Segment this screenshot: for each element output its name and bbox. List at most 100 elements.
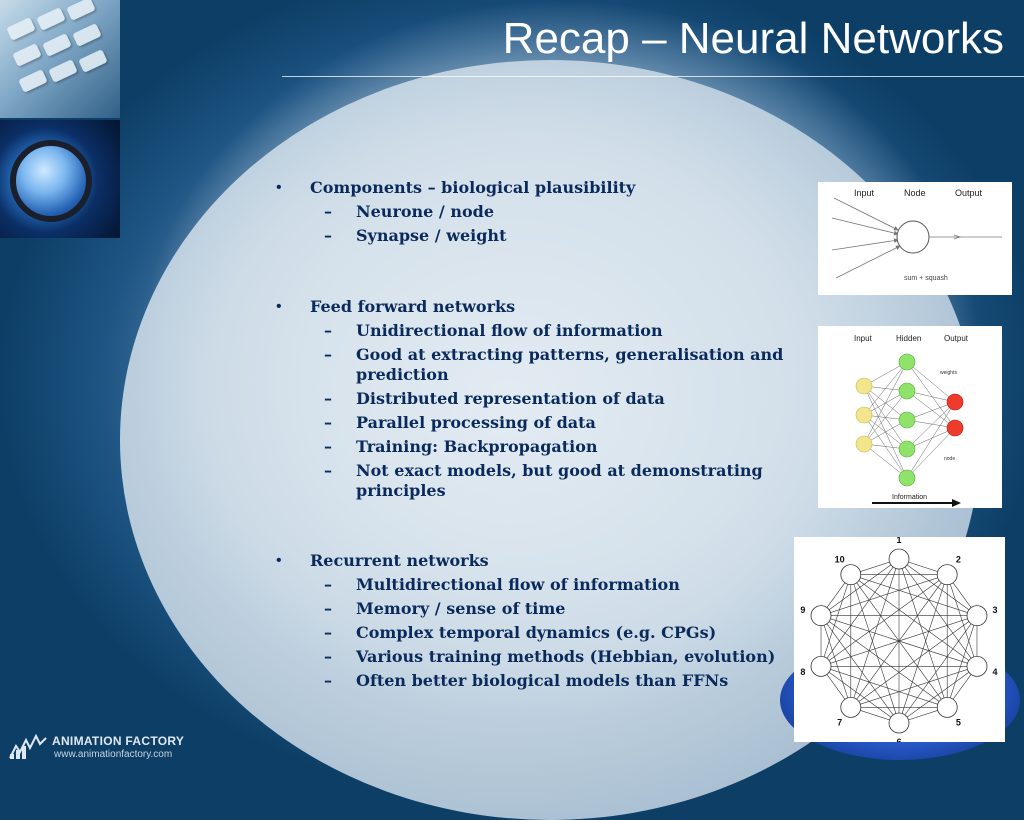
rnn-node	[936, 564, 958, 586]
dash-icon: –	[324, 345, 332, 364]
ffn-hidden-node	[898, 411, 916, 429]
sub-item: – Good at extracting patterns, generalisa…	[276, 343, 796, 387]
rnn-node-label: 1	[896, 537, 901, 545]
neuron-diagram-svg: Input Node Output sum + squash	[831, 188, 1002, 282]
rnn-node	[888, 548, 910, 570]
sub-list: – Unidirectional flow of information – Goo…	[276, 319, 796, 503]
dash-icon: –	[324, 647, 332, 666]
neuron-node	[896, 220, 930, 254]
dash-icon: –	[324, 575, 332, 594]
dash-icon: –	[324, 413, 332, 432]
sub-list: – Neurone / node – Synapse / weight	[276, 200, 796, 248]
sub-item: – Synapse / weight	[276, 224, 796, 248]
key-shape	[78, 49, 108, 73]
rnn-edge	[820, 666, 900, 724]
rnn-edge	[820, 666, 948, 708]
input-arrow	[831, 238, 899, 251]
rnn-node	[966, 605, 988, 627]
sub-item-text: Not exact models, but good at demonstrat…	[356, 461, 763, 500]
rnn-node	[888, 712, 910, 734]
input-label: Input	[854, 188, 875, 198]
rnn-node	[810, 655, 832, 677]
rnn-edge	[850, 666, 978, 708]
bullet-icon: •	[276, 298, 282, 315]
rnn-edge	[820, 615, 948, 708]
key-shape	[72, 23, 102, 47]
sub-item-text: Unidirectional flow of information	[356, 321, 663, 340]
information-label: Information	[892, 494, 927, 501]
rnn-node	[810, 605, 832, 627]
slide-title: Recap – Neural Networks	[502, 14, 1004, 63]
knob-shape	[10, 140, 92, 222]
ffn-edge	[906, 427, 956, 479]
ffn-edge	[906, 361, 956, 403]
key-shape	[18, 69, 48, 93]
node-label: node	[944, 456, 955, 462]
sub-item-text: Good at extracting patterns, generalisat…	[356, 345, 784, 384]
rnn-node-label: 6	[896, 737, 901, 742]
bullet-heading: Components – biological plausibility	[310, 178, 636, 197]
sub-item: –Multidirectional flow of information	[276, 573, 796, 597]
dash-icon: –	[324, 437, 332, 456]
ffn-edge	[906, 361, 956, 429]
dash-icon: –	[324, 599, 332, 618]
sub-list: –Multidirectional flow of information – M…	[276, 573, 796, 693]
ffn-input-node	[855, 435, 873, 453]
ffn-hidden-node	[898, 440, 916, 458]
sub-item-text: Memory / sense of time	[356, 599, 566, 618]
output-label: Output	[944, 334, 969, 343]
ffn-diagram-svg: Input Hidden Output weights node Informa…	[854, 334, 969, 507]
sub-item-text: Synapse / weight	[356, 226, 507, 245]
dash-icon: –	[324, 321, 332, 340]
ffn-nodes	[855, 353, 964, 487]
sub-item: –Various training methods (Hebbian, evol…	[276, 645, 796, 669]
sub-item-text: Neurone / node	[356, 202, 495, 221]
node-caption: sum + squash	[904, 275, 948, 282]
rnn-node-label: 2	[956, 554, 961, 564]
section-recurrent: • Recurrent networks –Multidirectional f…	[276, 549, 796, 693]
output-label: Output	[955, 188, 983, 198]
ffn-input-node	[855, 377, 873, 395]
ffn-edge	[906, 401, 956, 450]
output-arrowhead	[953, 234, 962, 240]
key-shape	[66, 0, 96, 21]
ffn-edge	[906, 427, 956, 450]
bullet-item: • Feed forward networks	[276, 295, 796, 319]
dash-icon: –	[324, 461, 332, 480]
rnn-node-label: 10	[835, 554, 845, 564]
bullet-icon: •	[276, 552, 282, 569]
bullet-heading: Recurrent networks	[310, 551, 489, 570]
keyboard-photo	[0, 0, 120, 118]
ffn-edge	[906, 401, 956, 479]
ffn-edge	[863, 361, 908, 416]
sub-item: – Memory / sense of time	[276, 597, 796, 621]
weights-label: weights	[940, 370, 957, 376]
dash-icon: –	[324, 389, 332, 408]
section-feed-forward: • Feed forward networks – Unidirectional …	[276, 295, 796, 503]
rnn-edge	[820, 615, 900, 724]
sub-item: – Not exact models, but good at demonstra…	[276, 459, 796, 503]
sub-item: –Complex temporal dynamics (e.g. CPGs)	[276, 621, 796, 645]
ffn-edge	[863, 443, 908, 479]
ffn-hidden-node	[898, 353, 916, 371]
sub-item-text: Training: Backpropagation	[356, 437, 598, 456]
ffn-edge	[863, 390, 908, 445]
dash-icon: –	[324, 202, 332, 221]
sub-item-text: Complex temporal dynamics (e.g. CPGs)	[356, 623, 717, 642]
logo-mark-icon	[9, 734, 47, 759]
ffn-edge	[906, 390, 956, 429]
sub-item: – Distributed representation of data	[276, 387, 796, 411]
rnn-node-label: 5	[956, 718, 961, 728]
rnn-node	[936, 696, 958, 718]
animation-factory-logo: ANIMATION FACTORY www.animationfactory.c…	[8, 730, 208, 764]
sub-item: – Neurone / node	[276, 200, 796, 224]
dash-icon: –	[324, 226, 332, 245]
ffn-hidden-node	[898, 469, 916, 487]
ffn-input-node	[855, 406, 873, 424]
bullet-item: • Components – biological plausibility	[276, 176, 796, 200]
sub-item-text: Distributed representation of data	[356, 389, 665, 408]
rnn-edge	[898, 558, 978, 667]
